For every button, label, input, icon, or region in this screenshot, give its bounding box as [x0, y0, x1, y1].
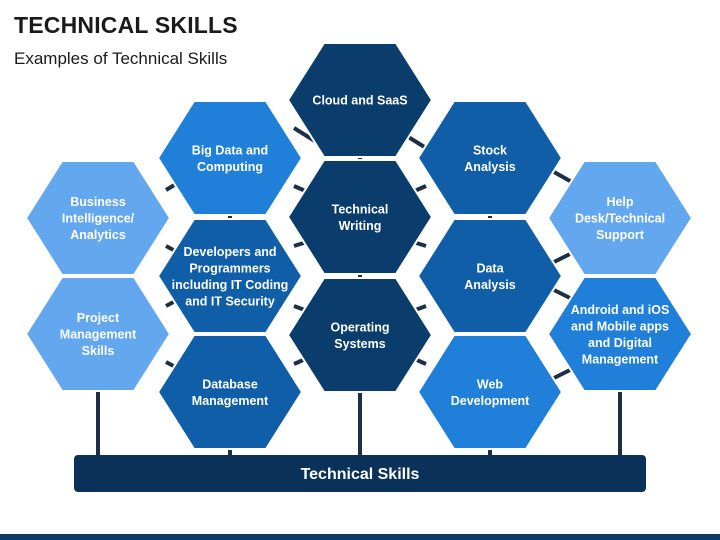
- hex-label-line: Help: [606, 195, 633, 209]
- hex-label-line: and Digital: [588, 336, 652, 350]
- hexagon-shape: [286, 42, 434, 158]
- hex-label-line: Writing: [339, 219, 382, 233]
- hex-label-line: Big Data and: [192, 143, 268, 157]
- hex-label-line: Android and iOS: [571, 303, 670, 317]
- hexagon-shape: [156, 100, 304, 216]
- hex-label-line: Management: [60, 328, 137, 342]
- hexagon-shape: [416, 218, 564, 334]
- hex-label-line: Management: [192, 394, 269, 408]
- hex-label-line: Management: [582, 352, 659, 366]
- hex-label-line: Technical: [332, 202, 389, 216]
- base-bar-label: Technical Skills: [301, 466, 420, 483]
- page-title: TECHNICAL SKILLS: [14, 12, 238, 38]
- hexagon-shape: [286, 159, 434, 275]
- hexagon-shape: [286, 277, 434, 393]
- hex-label-line: Systems: [334, 337, 385, 351]
- hex-label-line: Analysis: [464, 278, 515, 292]
- hex-label-line: Desk/Technical: [575, 212, 665, 226]
- hex-label-line: Developers and: [183, 245, 276, 259]
- hex-label-line: Cloud and SaaS: [312, 94, 407, 108]
- hex-label-line: Computing: [197, 160, 263, 174]
- base-bar: [74, 455, 646, 492]
- bottom-strip: [0, 534, 720, 540]
- hexagon-shape: [156, 218, 304, 334]
- hex-android-ios-mobile-digital: Android and iOS and Mobile apps and Digita…: [546, 276, 694, 392]
- hex-label-line: Development: [451, 394, 530, 408]
- hex-label-line: Skills: [82, 344, 115, 358]
- base-bar-group: Technical Skills: [0, 455, 720, 540]
- hex-label-line: Stock: [473, 143, 507, 157]
- hexagon-shape: [546, 160, 694, 276]
- hex-label-line: Database: [202, 377, 258, 391]
- hexagon-shape: [24, 276, 172, 392]
- hex-label-line: Web: [477, 377, 504, 391]
- hex-label-line: and IT Security: [185, 294, 275, 308]
- hex-label-line: Support: [596, 228, 645, 242]
- hex-label-line: and Mobile apps: [571, 319, 669, 333]
- hex-label-line: Business: [70, 195, 126, 209]
- hexagon-shape: [156, 334, 304, 450]
- hexagon-shape: [24, 160, 172, 276]
- hex-label-line: Intelligence/: [62, 212, 135, 226]
- hexagon-group: Cloud and SaaSTechnicalWritingOperatingS…: [24, 42, 694, 450]
- hexagon-shape: [546, 276, 694, 392]
- hexagon-shape: [416, 100, 564, 216]
- hex-cloud-and-saas: Cloud and SaaS: [286, 42, 434, 158]
- hex-label-line: Operating: [330, 320, 389, 334]
- hex-label-line: Programmers: [189, 261, 270, 275]
- hex-label-line: Data: [476, 261, 504, 275]
- hex-label-line: including IT Coding: [172, 278, 289, 292]
- hexagon-shape: [416, 334, 564, 450]
- hex-label-line: Analysis: [464, 160, 515, 174]
- page-subtitle: Examples of Technical Skills: [14, 49, 228, 68]
- hex-label-line: Analytics: [70, 228, 126, 242]
- hex-label-line: Project: [77, 311, 120, 325]
